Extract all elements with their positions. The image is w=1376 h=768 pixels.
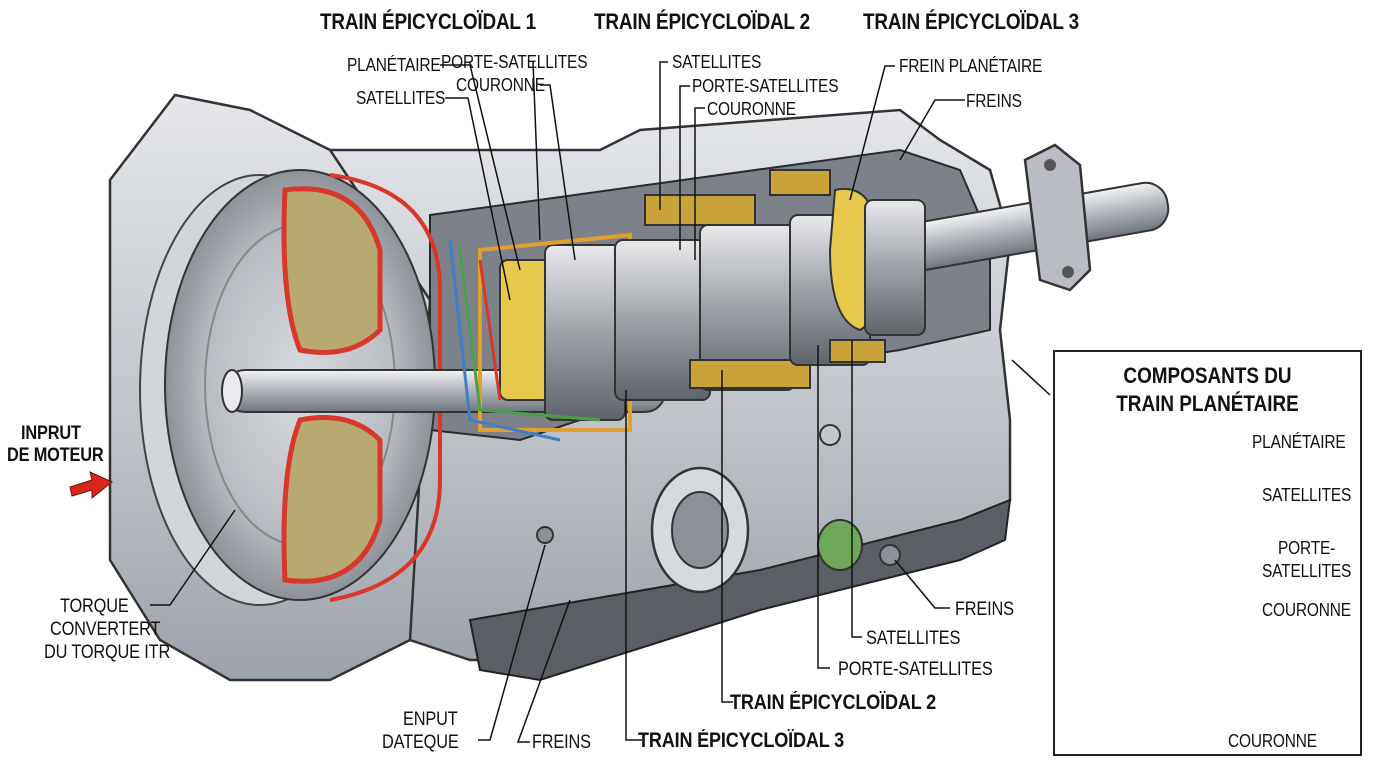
inset-label-porte-line2: SATELLITES [1262, 561, 1352, 581]
leader-lines [150, 61, 1051, 743]
label-input-line2: DE MOTEUR [7, 445, 104, 466]
label-torque-line1: TORQUE [60, 596, 129, 617]
inset-label-couronne-2: COURONNE [1228, 731, 1317, 751]
planetary-set-1 [478, 232, 632, 432]
inset-label-porte-line1: PORTE- [1278, 538, 1336, 558]
label-porte-satellites-1: PORTE-SATELLITES [441, 52, 588, 72]
label-couronne-1: COURONNE [456, 75, 545, 95]
label-freins-right: FREINS [955, 599, 1014, 620]
inset-panel: COMPOSANTS DU TRAIN PLANÉTAIRE [1053, 350, 1362, 756]
inset-title-line2: TRAIN PLANÉTAIRE [1116, 391, 1299, 416]
inset-label-satellites: SATELLITES [1262, 485, 1352, 505]
input-arrow [69, 471, 113, 500]
label-freins-bottom: FREINS [532, 732, 591, 753]
planetary-set-3 [769, 169, 926, 366]
label-train2-bottom: TRAIN ÉPICYCLOÏDAL 2 [730, 691, 936, 714]
heading-train-2: TRAIN ÉPICYCLOÏDAL 2 [594, 9, 810, 34]
case-bosses [536, 424, 901, 594]
inset-title-line1: COMPOSANTS DU [1123, 363, 1292, 388]
label-satellites-2: SATELLITES [672, 52, 762, 72]
heading-train-1: TRAIN ÉPICYCLOÏDAL 1 [320, 9, 536, 34]
label-planetaire: PLANÉTAIRE [347, 55, 441, 75]
label-enput-line1: ENPUT [403, 709, 458, 730]
heading-train-3: TRAIN ÉPICYCLOÏDAL 3 [863, 9, 1079, 34]
inset-label-couronne-1: COURONNE [1262, 600, 1351, 620]
label-satellites-1: SATELLITES [356, 88, 446, 108]
label-couronne-2: COURONNE [707, 99, 796, 119]
label-enput-line2: DATEQUE [382, 732, 459, 753]
label-frein-planetaire: FREIN PLANÉTAIRE [899, 56, 1043, 76]
label-porte-satellites-2: PORTE-SATELLITES [692, 76, 839, 96]
label-porte-satellites-bottom: PORTE-SATELLITES [838, 659, 993, 680]
planetary-set-2 [614, 194, 811, 401]
label-satellites-bottom: SATELLITES [866, 628, 961, 649]
hydraulic-passages [448, 239, 601, 442]
inset-title: COMPOSANTS DU TRAIN PLANÉTAIRE [1076, 362, 1338, 418]
label-torque-line2: CONVERTERT [50, 619, 161, 640]
inset-label-planetaire: PLANÉTAIRE [1252, 432, 1346, 452]
label-freins-top: FREINS [966, 91, 1022, 111]
label-train3-bottom: TRAIN ÉPICYCLOÏDAL 3 [638, 729, 844, 752]
label-input-line1: INPRUT [21, 423, 81, 444]
label-torque-line3: DU TORQUE ITR [44, 642, 171, 663]
